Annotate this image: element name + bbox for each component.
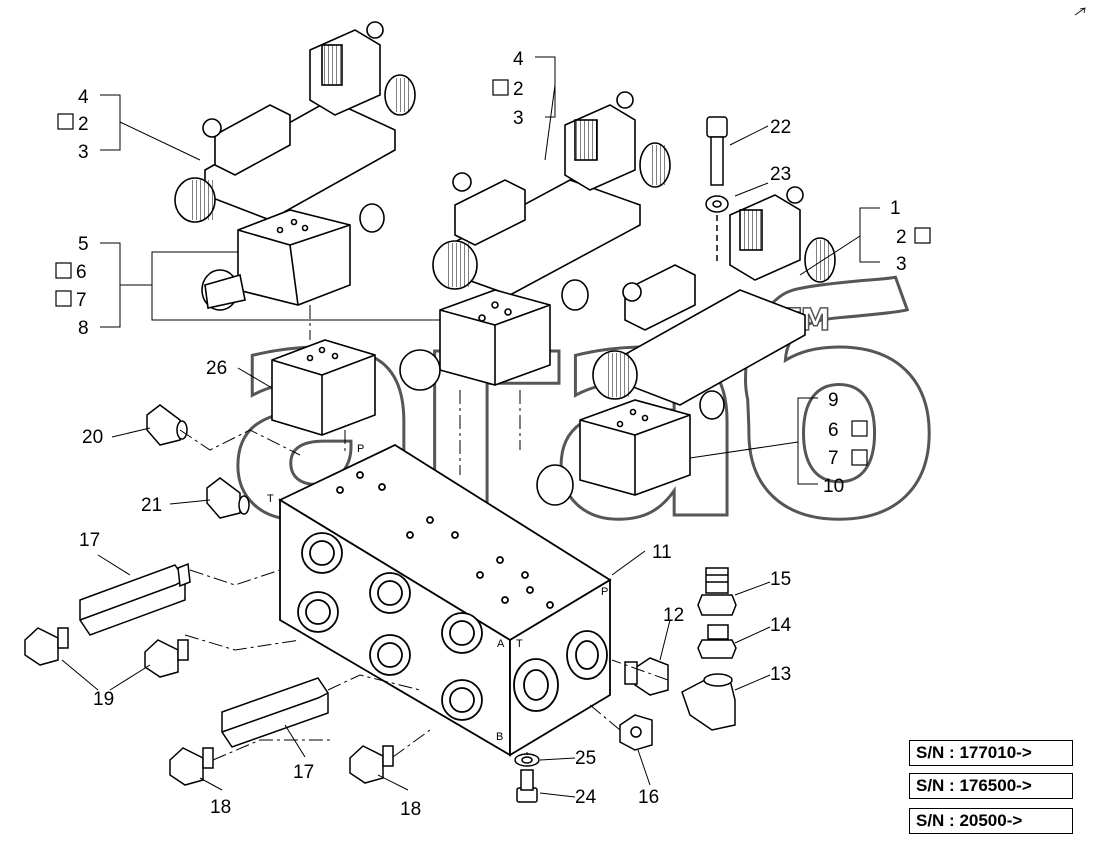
callout-4-center: 4 (513, 49, 524, 70)
callout-24: 24 (575, 787, 597, 808)
serial-number-box-3: S/N : 20500-> (909, 808, 1073, 834)
callout-12: 12 (663, 605, 684, 626)
manifold-block (278, 443, 612, 757)
port-letter-t-front: T (516, 638, 523, 650)
note-box (492, 79, 509, 96)
corner-mark (1074, 7, 1086, 16)
subplate-right (536, 390, 725, 506)
callout-19: 19 (93, 689, 114, 710)
solenoid-valve-right (592, 186, 836, 406)
washer-25 (514, 753, 540, 767)
callout-7-right: 7 (828, 448, 839, 469)
port-letter-a: A (497, 638, 505, 650)
callout-21: 21 (141, 495, 162, 516)
callout-18-right: 18 (400, 799, 421, 820)
callout-23: 23 (770, 164, 791, 185)
fitting-19-right (144, 639, 189, 678)
callout-2-right: 2 (896, 227, 907, 248)
fitting-15 (697, 567, 737, 616)
callout-13: 13 (770, 664, 791, 685)
callout-17-lower: 17 (293, 762, 314, 783)
callout-16: 16 (638, 787, 659, 808)
note-boxes (55, 79, 931, 466)
callout-20: 20 (82, 427, 103, 448)
solenoid-valve-top-center (432, 91, 671, 296)
note-box (851, 449, 868, 466)
subplate-left (201, 203, 385, 311)
centerlines (179, 305, 669, 761)
note-box (57, 113, 74, 130)
callout-11: 11 (652, 542, 672, 563)
callout-2-center: 2 (513, 79, 524, 100)
callout-3-center: 3 (513, 108, 524, 129)
callout-5: 5 (78, 234, 89, 255)
port-letter-b: B (496, 731, 503, 743)
port-letter-p-side: P (601, 586, 608, 598)
callout-4-left: 4 (78, 87, 89, 108)
note-box (914, 227, 931, 244)
hex-spacer-17-lower (221, 677, 329, 748)
note-box (851, 420, 868, 437)
callout-8: 8 (78, 318, 89, 339)
hex-spacer-17-upper (79, 562, 191, 636)
callout-6-left: 6 (76, 262, 87, 283)
callout-9: 9 (828, 390, 839, 411)
fitting-20 (146, 404, 188, 446)
serial-number-box-2: S/N : 176500-> (909, 773, 1073, 799)
fittings (24, 404, 737, 803)
fitting-19-left (24, 627, 69, 666)
serial-number-box-1: S/N : 177010-> (909, 740, 1073, 766)
subplate-center (399, 279, 589, 391)
callout-18-left: 18 (210, 797, 231, 818)
callout-26: 26 (206, 358, 227, 379)
leader-lines (61, 56, 880, 798)
port-letter-t-top: T (267, 493, 274, 505)
spacer-block-26 (271, 339, 376, 436)
callout-numbers: 4 2 3 4 2 3 22 23 1 2 3 5 6 7 8 26 9 6 7… (76, 49, 907, 820)
callout-15: 15 (770, 569, 791, 590)
fitting-21 (206, 477, 250, 519)
callout-7-left: 7 (76, 290, 87, 311)
note-box (55, 262, 72, 279)
note-box (55, 290, 72, 307)
fitting-14 (697, 624, 737, 659)
callout-2-left: 2 (78, 114, 89, 135)
port-letter-p-top: P (357, 443, 364, 455)
fitting-18-right (349, 745, 394, 784)
screw-24 (516, 769, 538, 803)
callout-17-upper: 17 (79, 530, 100, 551)
callout-14: 14 (770, 615, 792, 636)
callout-6-right: 6 (828, 420, 839, 441)
callout-22: 22 (770, 117, 791, 138)
bolt-22 (705, 116, 729, 265)
fitting-18-left (169, 747, 214, 786)
callout-3-left: 3 (78, 142, 89, 163)
callout-1: 1 (890, 198, 901, 219)
solenoid-valve-top-left (174, 21, 416, 223)
callout-3-right: 3 (896, 254, 907, 275)
elbow-13 (681, 673, 736, 731)
fitting-12 (624, 657, 669, 696)
fitting-16 (619, 714, 653, 751)
callout-25: 25 (575, 748, 596, 769)
port-letters: T P A T P B (267, 443, 608, 743)
callout-10: 10 (823, 476, 844, 497)
